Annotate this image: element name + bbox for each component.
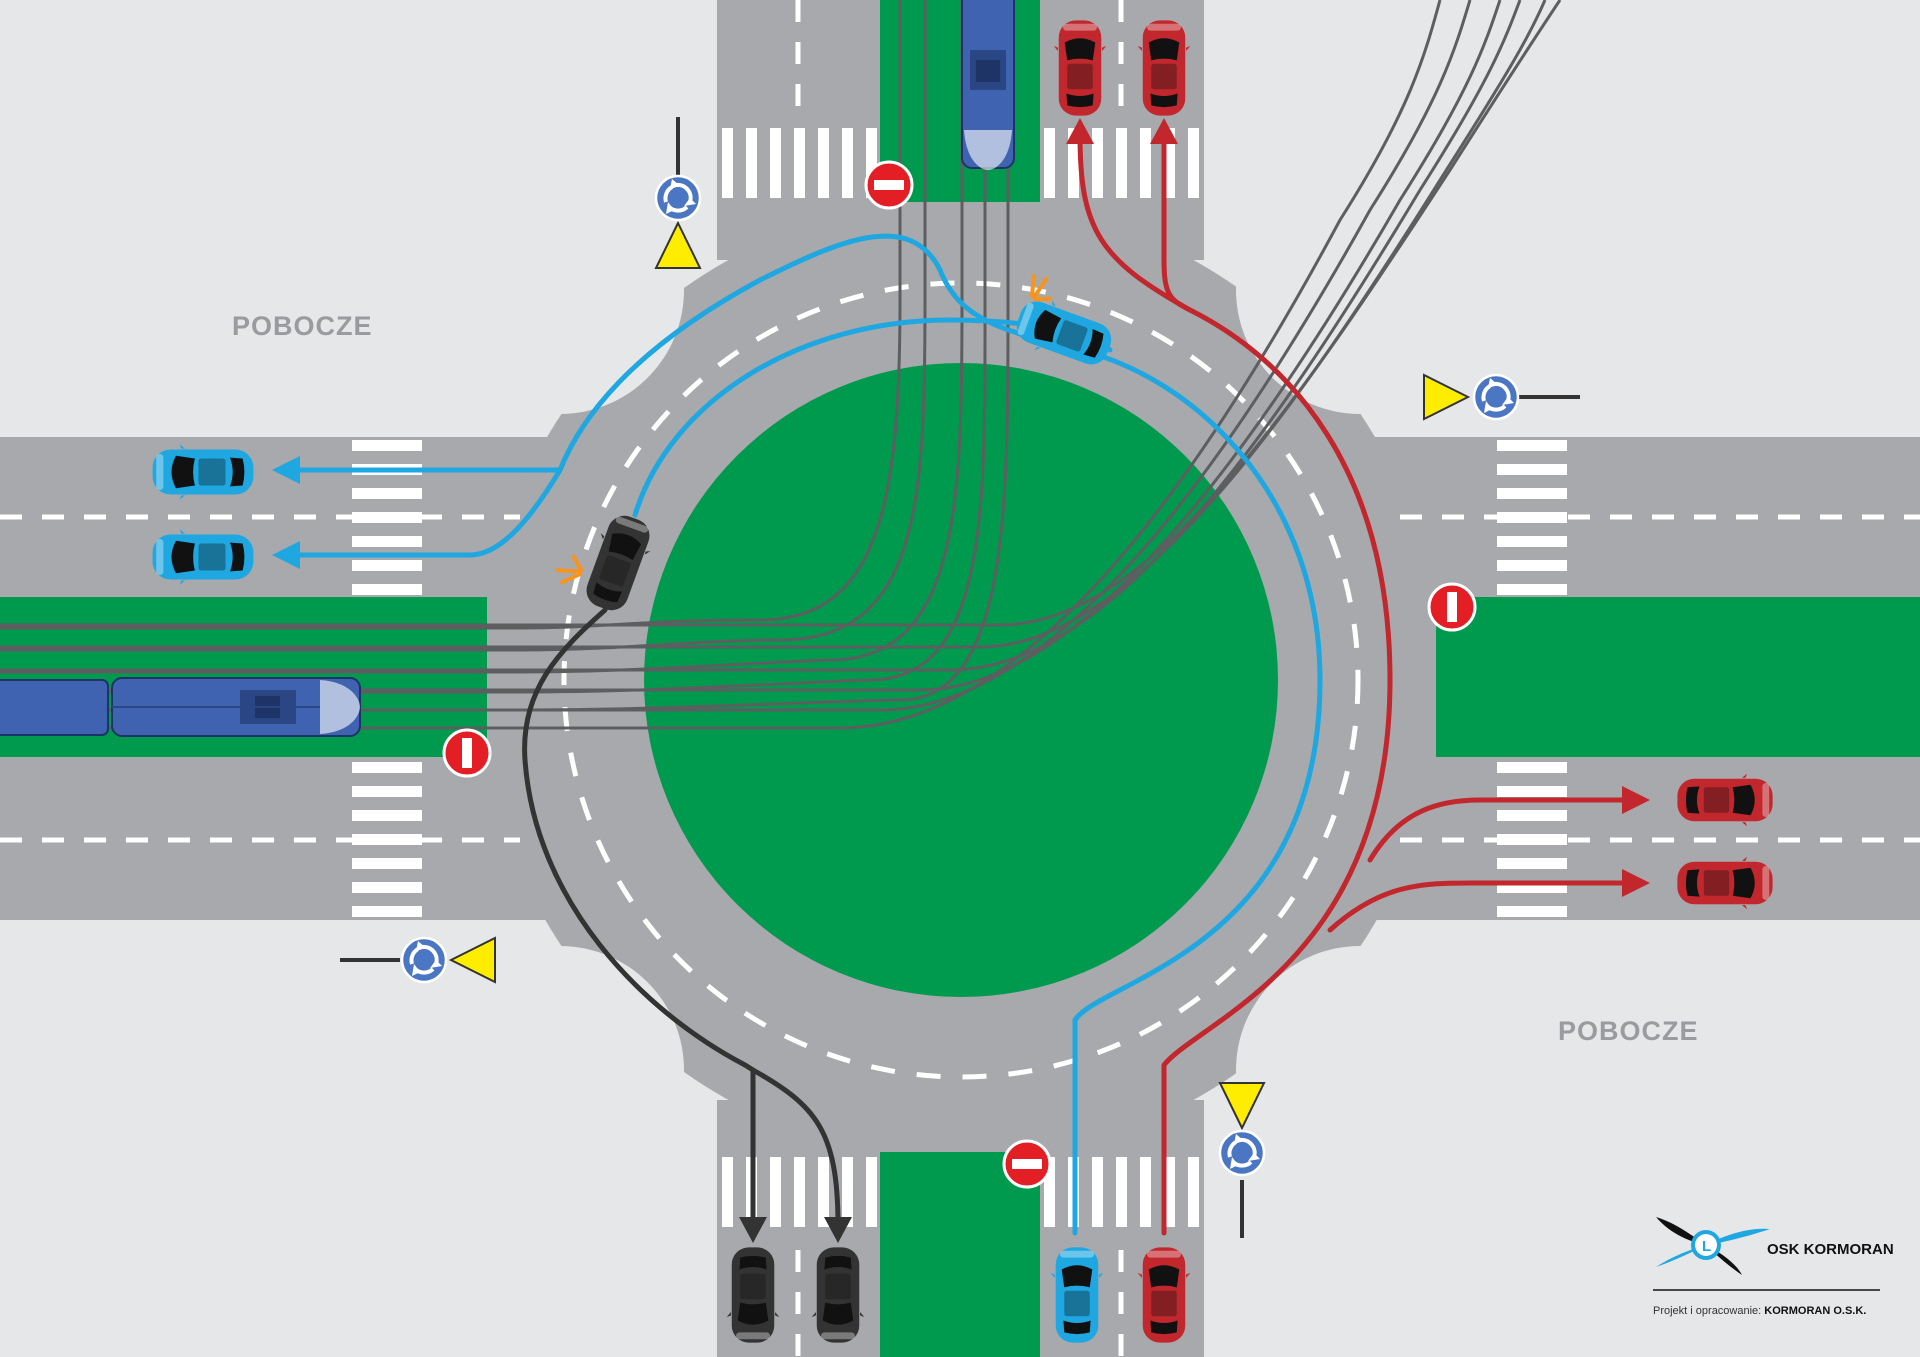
car-blue-west-upper (152, 444, 254, 500)
logo-letter: L (1702, 1238, 1711, 1255)
arrow-red-east-upper (1622, 786, 1650, 814)
crosswalks (352, 128, 1567, 1227)
roundabout-sign-icon (1218, 1129, 1266, 1177)
give-way-sign-icon (1218, 1082, 1266, 1131)
give-way-sign-icon (448, 936, 496, 984)
car-red-north-right (1137, 20, 1191, 116)
give-way-sign-icon (1423, 373, 1471, 421)
arrow-black-south-left (739, 1217, 767, 1243)
brand-name: OSK KORMORAN (1767, 1241, 1894, 1258)
branding: L OSK KORMORAN Projekt i opracowanie: KO… (1653, 1217, 1894, 1317)
tram-bed-south (880, 1152, 1040, 1357)
arrow-blue-west-lower (272, 541, 300, 569)
no-entry-sign-icon (864, 160, 914, 210)
sign-post-southeast (1218, 1082, 1266, 1238)
car-red-east-upper (1677, 773, 1773, 827)
tram-rails (0, 0, 1562, 730)
credit-bold: KORMORAN O.S.K. (1764, 1305, 1866, 1317)
route-arrowheads (272, 118, 1650, 1243)
crosswalk-north (722, 128, 1199, 198)
route-black-main (522, 607, 756, 1228)
tram-north (961, 0, 1015, 170)
arrow-black-south-right (824, 1217, 852, 1243)
sign-post-southwest (340, 936, 496, 984)
no-entry-sign-icon (442, 728, 492, 778)
car-blue-south (1050, 1247, 1104, 1343)
give-way-sign-icon (654, 220, 702, 269)
car-red-east-lower (1677, 856, 1773, 910)
car-red-north-left (1053, 20, 1107, 116)
no-entry-sign-icon (1002, 1139, 1052, 1189)
roundabout-lane-divider (561, 280, 1361, 1080)
central-island (644, 363, 1278, 997)
arrow-blue-west-upper (272, 456, 300, 484)
sign-post-northwest (654, 117, 702, 269)
credit-line: Projekt i opracowanie: KORMORAN O.S.K. (1653, 1305, 1866, 1317)
route-red (1077, 132, 1633, 1236)
sign-post-northeast (1423, 373, 1580, 421)
label-pobocze-top-left: POBOCZE (232, 311, 373, 341)
tram-bed-east (1436, 597, 1920, 757)
label-pobocze-bottom-right: POBOCZE (1558, 1016, 1699, 1046)
car-red-south (1137, 1247, 1191, 1343)
route-black (522, 607, 841, 1228)
route-red-north-left (1077, 132, 1193, 313)
car-blue-west-lower (152, 529, 254, 585)
arrow-red-east-lower (1622, 869, 1650, 897)
crosswalk-east (1497, 440, 1567, 917)
car-black-south-left (726, 1247, 780, 1343)
roundabout-sign-icon (1472, 373, 1520, 421)
route-red-east-lower (1327, 880, 1633, 933)
route-red-east-upper (1367, 797, 1633, 863)
arrow-red-north-right (1150, 118, 1178, 144)
tram-west (0, 677, 361, 737)
car-black-south-right (811, 1247, 865, 1343)
corner-fillets (436, 166, 1484, 1194)
no-entry-sign-icon (1427, 582, 1477, 632)
roundabout-sign-icon (400, 936, 448, 984)
crosswalk-south (722, 1157, 1199, 1227)
roundabout-sign-icon (654, 174, 702, 222)
route-black-right (750, 1067, 841, 1228)
kormoran-logo-icon: L (1656, 1217, 1770, 1275)
credit-prefix: Projekt i opracowanie: (1653, 1305, 1764, 1317)
arrow-red-north-left (1066, 118, 1094, 144)
